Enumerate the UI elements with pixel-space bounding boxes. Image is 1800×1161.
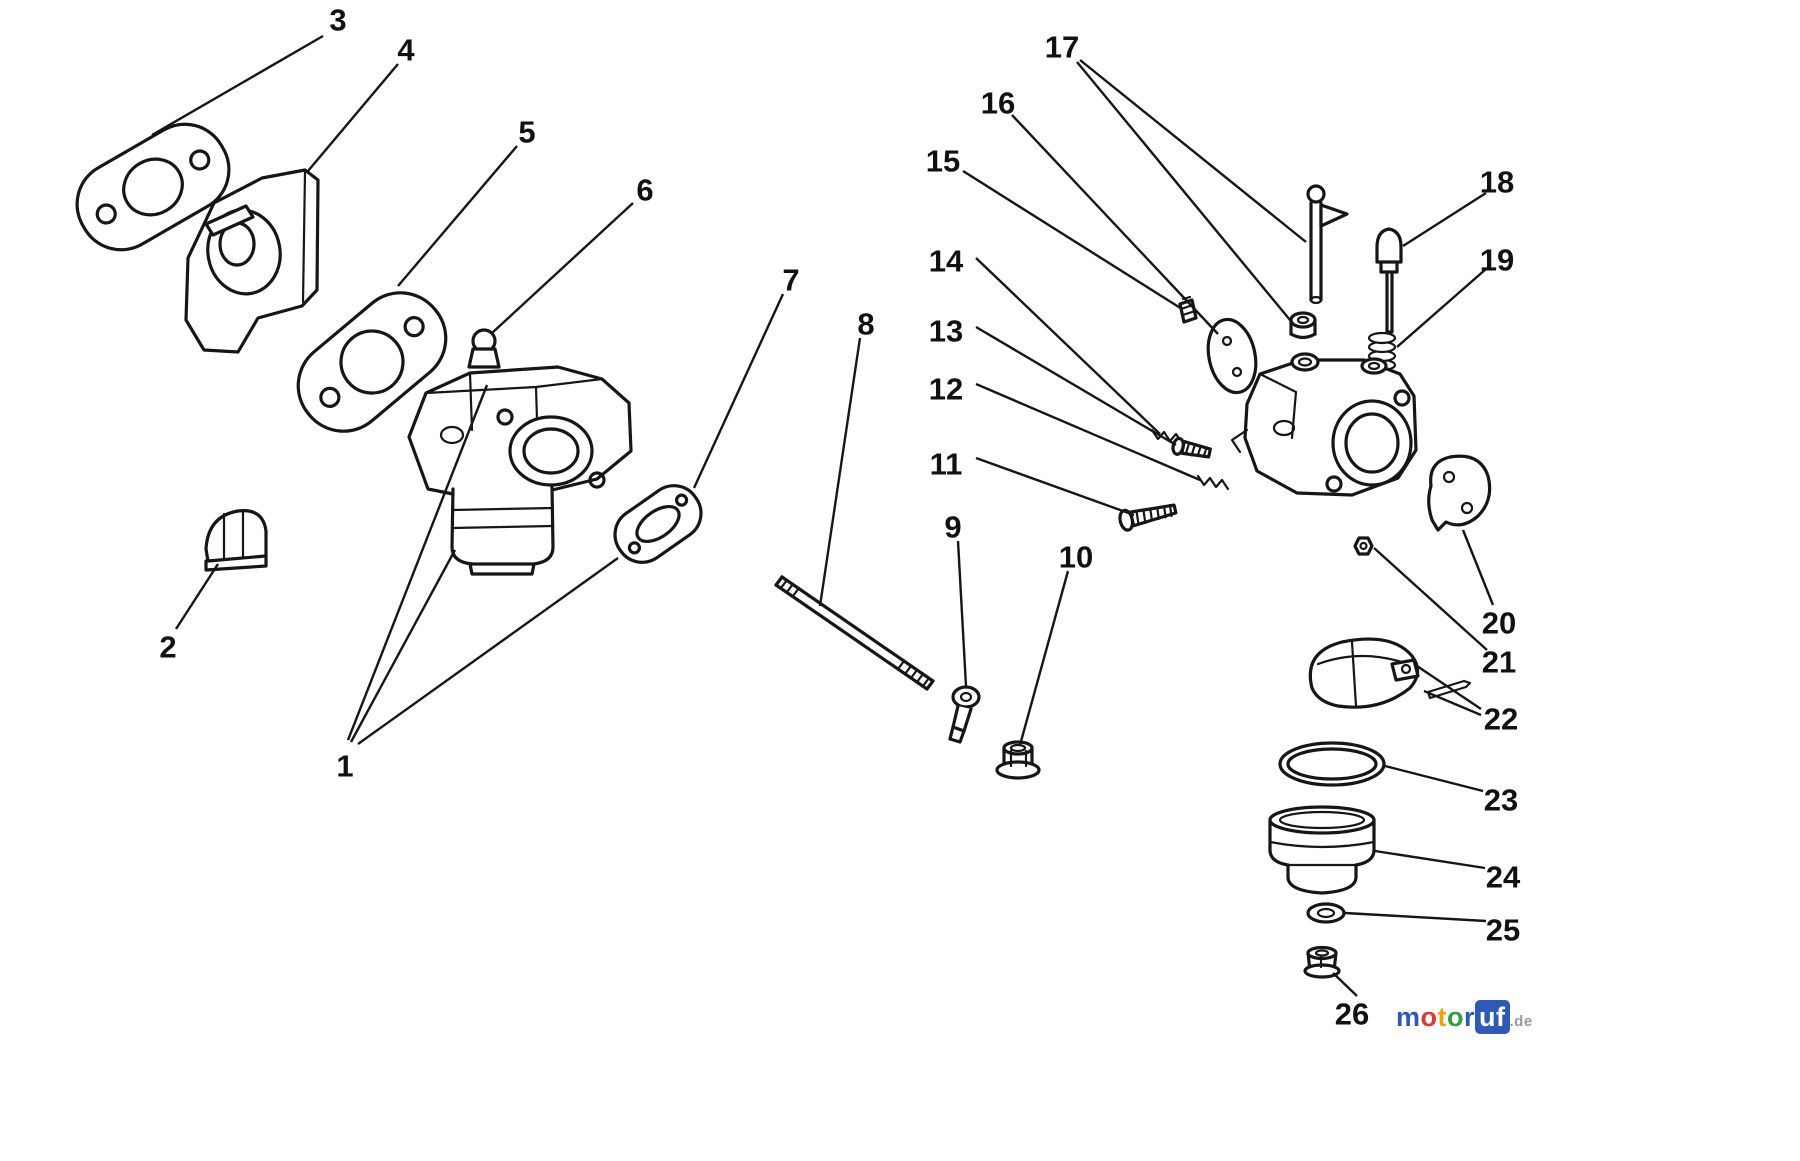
part-17-bushing: [1289, 311, 1317, 340]
leader-line-22: [1423, 689, 1482, 717]
callout-number-1: 1: [336, 749, 353, 784]
leader-line-23: [1384, 764, 1484, 793]
watermark-segment: t: [1437, 1002, 1448, 1032]
watermark-segment: o: [1447, 1002, 1465, 1032]
part-15-plug: [1178, 295, 1198, 324]
leader-line-18: [1402, 191, 1487, 248]
part-carburetor-body-right: [1230, 352, 1418, 497]
part-24-float-bowl: [1268, 805, 1376, 895]
callout-number-11: 11: [930, 447, 963, 482]
callout-number-7: 7: [782, 263, 799, 298]
part-5-gasket: [296, 291, 448, 433]
callout-number-21: 21: [1482, 645, 1516, 680]
leader-line-11: [975, 456, 1135, 517]
callout-number-18: 18: [1480, 165, 1514, 200]
part-13-screw: [1171, 436, 1212, 459]
watermark-segment: uf: [1475, 1000, 1510, 1034]
part-16-disc: [1206, 317, 1258, 395]
part-10-flange-nut: [995, 740, 1041, 780]
leader-line-1: [357, 557, 619, 745]
leader-line-10: [1018, 570, 1070, 746]
watermark-segment: .de: [1509, 1013, 1533, 1030]
leader-line-9: [956, 540, 968, 687]
callout-number-20: 20: [1482, 606, 1516, 641]
part-25-washer: [1306, 902, 1346, 924]
callout-number-2: 2: [159, 630, 176, 665]
callout-number-13: 13: [929, 314, 963, 349]
part-12-spring: [1196, 474, 1230, 491]
callout-number-16: 16: [981, 86, 1015, 121]
callout-number-8: 8: [857, 307, 874, 342]
watermark-segment: m: [1396, 1002, 1421, 1032]
leader-line-2: [174, 563, 220, 630]
part-8-rod: [774, 575, 935, 691]
callout-number-15: 15: [926, 144, 960, 179]
part-2-choke-piece: [204, 509, 268, 572]
leader-line-13: [975, 325, 1177, 447]
callout-number-10: 10: [1059, 540, 1093, 575]
part-20-plate: [1427, 454, 1492, 532]
leader-line-16: [1011, 114, 1219, 335]
watermark-segment: r: [1464, 1002, 1476, 1032]
leader-line-20: [1461, 529, 1495, 606]
watermark-segment: o: [1420, 1002, 1438, 1032]
part-22-float: [1308, 637, 1472, 709]
leader-line-5: [397, 145, 518, 287]
callout-number-14: 14: [929, 244, 964, 279]
leader-line-26: [1332, 972, 1358, 997]
callout-number-25: 25: [1486, 913, 1520, 948]
leader-line-25: [1344, 911, 1487, 923]
leader-line-4: [307, 63, 399, 172]
callout-number-22: 22: [1484, 702, 1518, 737]
part-7-gasket: [613, 484, 703, 564]
leader-line-17: [1079, 59, 1307, 243]
callout-number-19: 19: [1480, 243, 1514, 278]
leader-line-6: [491, 202, 634, 334]
callout-number-3: 3: [329, 3, 346, 38]
part-1-carburetor-assembly: [407, 328, 633, 576]
part-14-spring: [1150, 428, 1184, 445]
leader-line-19: [1396, 268, 1487, 348]
callout-number-24: 24: [1486, 860, 1521, 895]
callout-number-23: 23: [1484, 783, 1518, 818]
leader-line-14: [975, 257, 1161, 435]
callout-number-26: 26: [1335, 997, 1369, 1032]
leader-line-1: [349, 549, 457, 743]
leader-line-21: [1373, 547, 1488, 651]
leader-line-24: [1374, 849, 1486, 870]
fuel-inlet-fitting: [467, 328, 501, 369]
part-3-gasket: [75, 122, 231, 252]
leader-line-7: [692, 293, 785, 489]
callouts-layer: 1234567891011121314151617181920212223242…: [151, 3, 1521, 1032]
leader-line-8: [818, 337, 862, 607]
callout-number-6: 6: [636, 173, 653, 208]
leader-line-1: [346, 384, 489, 741]
leader-line-12: [975, 382, 1201, 482]
callout-number-5: 5: [518, 115, 535, 150]
part-21-small-nut: [1353, 536, 1374, 556]
part-11-screw: [1118, 503, 1178, 532]
leader-line-22: [1413, 663, 1482, 710]
part-9-clamp: [948, 685, 981, 744]
callout-number-12: 12: [929, 372, 963, 407]
leader-line-17: [1076, 61, 1291, 321]
part-4-heat-shield: [184, 168, 320, 354]
part-18-plunger: [1375, 227, 1403, 334]
part-17-hinge-pin: [1306, 184, 1349, 305]
leader-line-15: [962, 169, 1183, 311]
part-23-bowl-gasket: [1278, 741, 1386, 787]
callout-number-17: 17: [1045, 30, 1079, 65]
part-26-bowl-nut: [1303, 945, 1341, 979]
callout-number-9: 9: [944, 510, 961, 545]
callout-number-4: 4: [397, 33, 415, 68]
leader-line-3: [151, 34, 324, 137]
